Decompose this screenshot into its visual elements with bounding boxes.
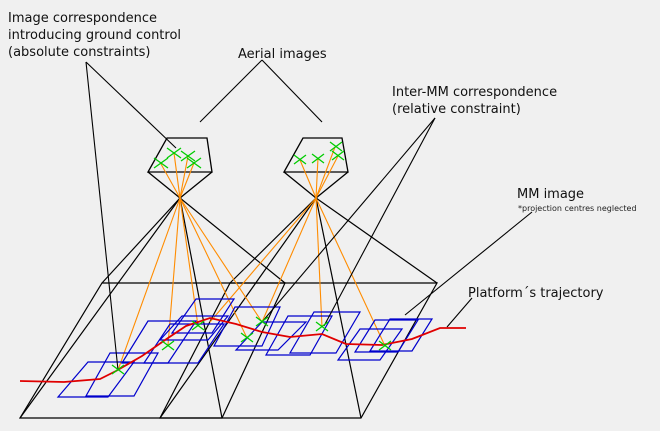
tie-point-cross-icon [329,141,343,152]
tie-point-cross-icon [111,364,125,375]
tie-point-cross-icon [186,157,202,169]
tie-point-cross-icon [378,340,392,351]
mm-frame [84,352,160,397]
mm-frame [212,306,281,347]
mm-frame [336,328,404,361]
tie-point-cross-icon [311,153,325,164]
image-rays [117,146,386,371]
tie-point-cross-icon [315,321,329,332]
mm-frame [142,323,226,364]
tie-point-cross-icon [166,147,182,159]
aerial-image-left [146,137,213,199]
mm-frame [158,315,230,341]
mm-frame [368,318,434,352]
mm-frame [353,319,420,353]
tie-point-cross-icon [153,157,169,169]
mm-frame [56,361,136,398]
tie-point-cross-icon [240,332,254,343]
tie-point-cross-icon [331,150,345,161]
inter-mm-label: Inter-MM correspondence (relative constr… [392,85,558,117]
platform-trajectory [19,317,466,383]
mm-image-frames [56,298,434,398]
tie-point-cross-icon [161,340,175,351]
mm-image-label: MM image [517,187,585,202]
tie-point-cross-icon [255,316,269,327]
mm-frame [170,298,236,334]
mm-frame [234,321,308,351]
aerial-image-right [282,137,349,199]
tie-point-cross-icon [180,150,196,162]
tie-point-cross-icon [191,320,205,331]
annotation-leaders [85,59,533,371]
aerial-images-label: Aerial images [238,47,327,62]
ground-control-label: Image correspondence introducing ground … [8,11,182,60]
mm-frame [288,311,362,354]
tie-points [111,141,392,375]
tie-point-cross-icon [293,154,307,165]
mm-image-note: *projection centres neglected [518,204,637,213]
trajectory-label: Platform´s trajectory [468,286,604,301]
mm-frame [264,315,334,356]
